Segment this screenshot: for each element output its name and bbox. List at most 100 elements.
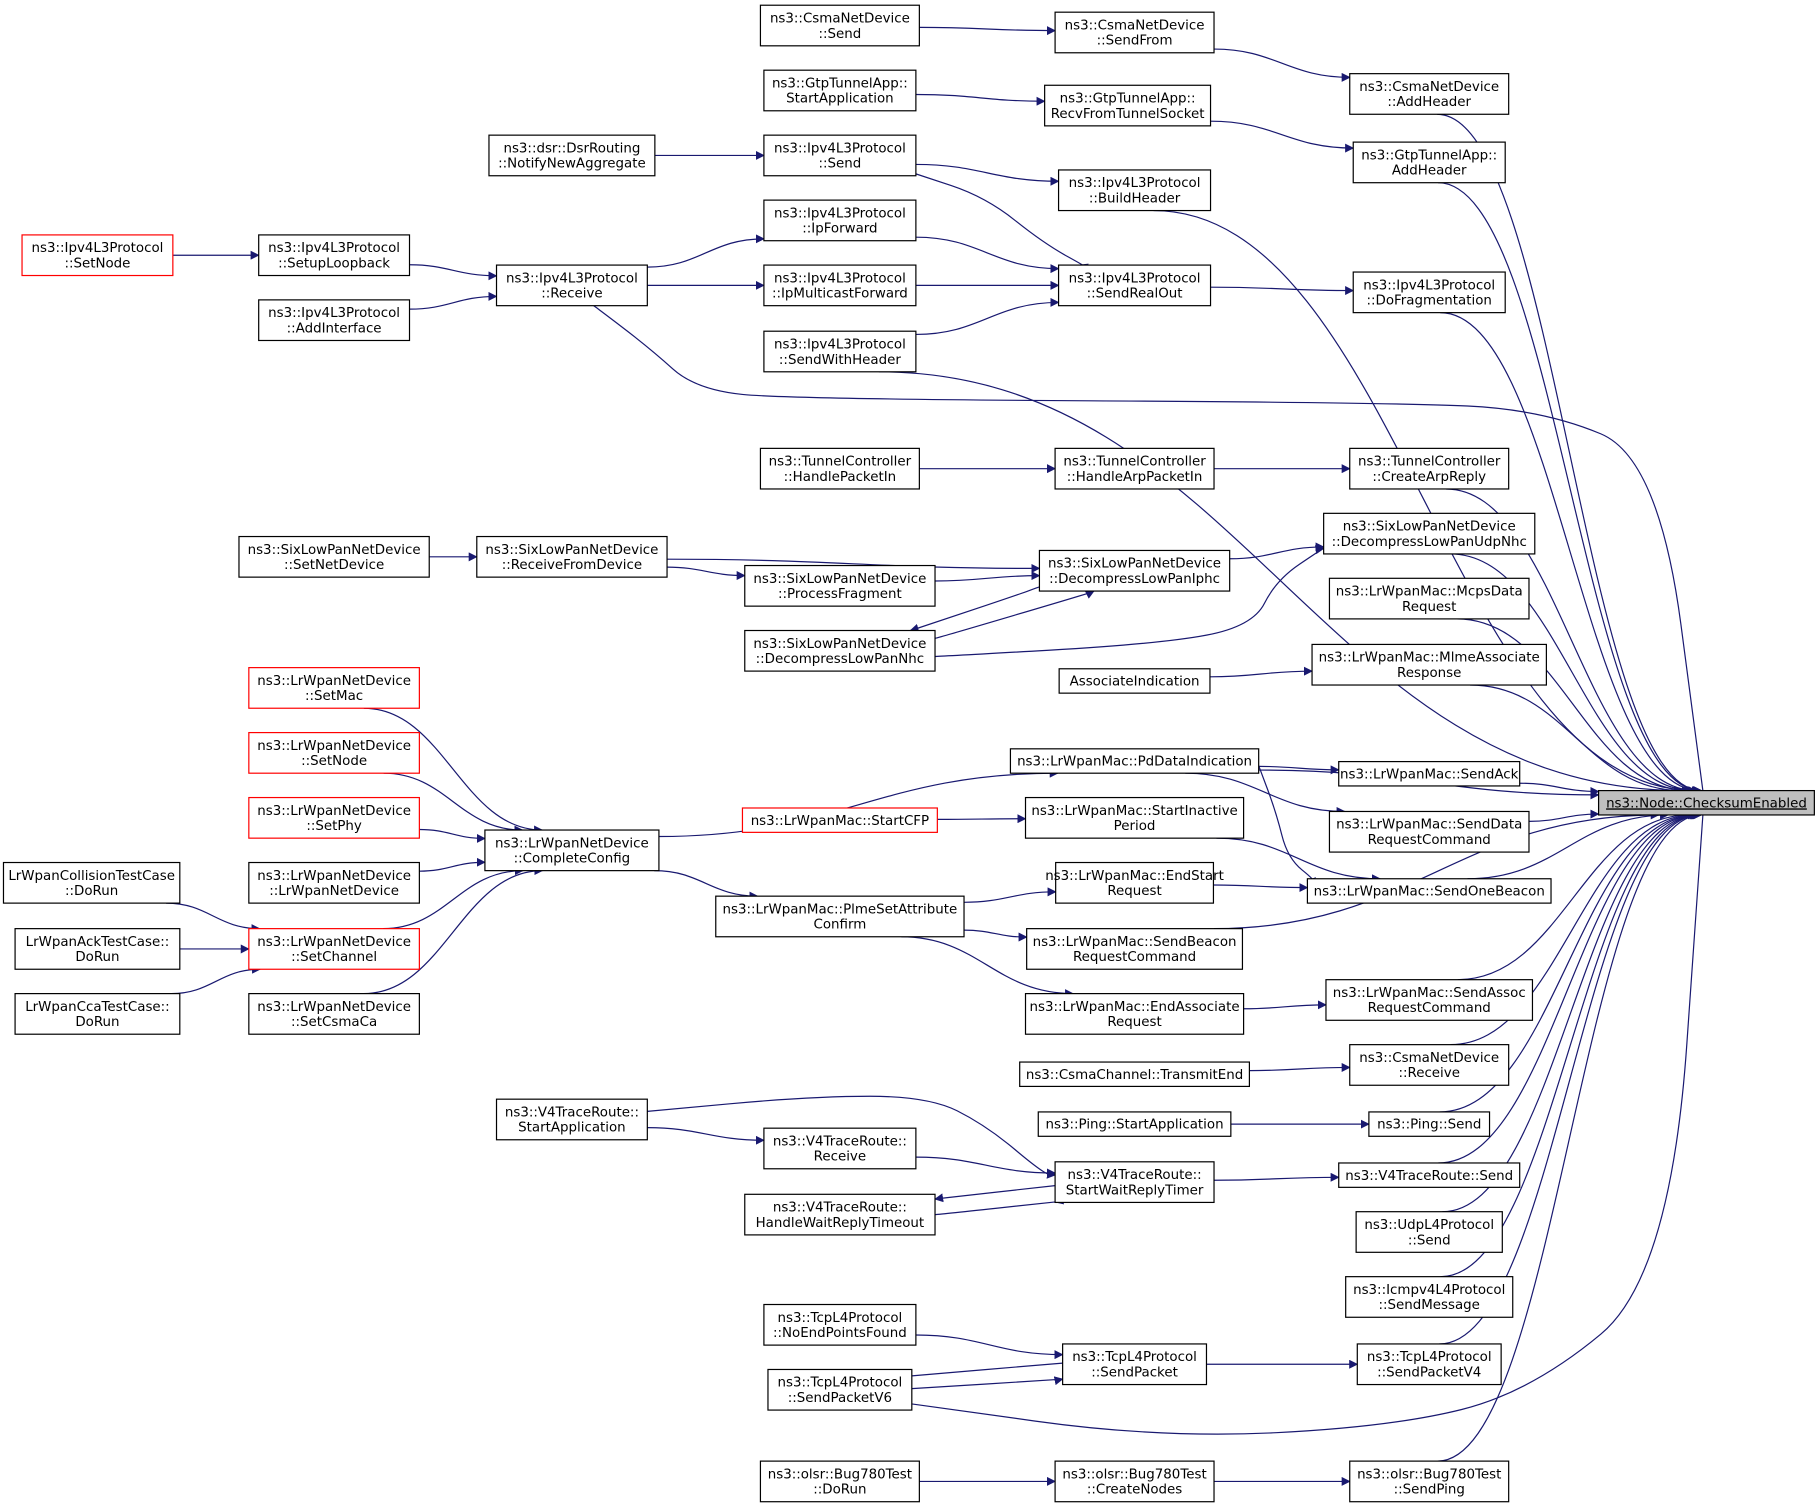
function-node[interactable]: ns3::SixLowPanNetDevice::DecompressLowPa… <box>1323 512 1536 555</box>
function-node[interactable]: ns3::LrWpanNetDevice::SetCsmaCa <box>248 993 420 1035</box>
function-node[interactable]: ns3::TunnelController::HandleArpPacketIn <box>1054 447 1215 490</box>
function-node[interactable]: ns3::TcpL4Protocol::SendPacketV6 <box>767 1368 913 1411</box>
function-node[interactable]: LrWpanCollisionTestCase::DoRun <box>2 861 181 904</box>
function-node[interactable]: ns3::TunnelController::HandlePacketIn <box>759 447 920 490</box>
call-edge <box>1450 810 1695 1046</box>
function-node[interactable]: ns3::olsr::Bug780Test::SendPing <box>1349 1460 1510 1503</box>
node-label: ::Send <box>819 157 862 172</box>
function-node[interactable]: ns3::Ipv4L3Protocol::SetNode <box>21 234 174 277</box>
function-node[interactable]: ns3::SixLowPanNetDevice::DecompressLowPa… <box>1038 549 1231 592</box>
function-node[interactable]: ns3::V4TraceRoute::Send <box>1338 1162 1521 1188</box>
function-node[interactable]: ns3::LrWpanNetDevice::SetNode <box>248 731 420 774</box>
function-node[interactable]: ns3::SixLowPanNetDevice::DecompressLowPa… <box>744 629 936 672</box>
function-node[interactable]: ns3::LrWpanNetDevice::CompleteConfig <box>484 829 660 872</box>
function-node[interactable]: ns3::V4TraceRoute::StartWaitReplyTimer <box>1054 1161 1215 1204</box>
call-edge <box>647 1127 765 1145</box>
function-node[interactable]: ns3::olsr::Bug780Test::CreateNodes <box>1054 1460 1215 1503</box>
function-node[interactable]: ns3::CsmaNetDevice::Receive <box>1349 1044 1510 1086</box>
function-node[interactable]: ns3::LrWpanMac::SendAck <box>1338 760 1521 787</box>
function-node[interactable]: ns3::Ipv4L3Protocol::Send <box>763 134 917 177</box>
node-box <box>1323 512 1536 555</box>
function-node[interactable]: ns3::CsmaNetDevice::SendFrom <box>1054 11 1215 54</box>
function-node[interactable]: ns3::Ipv4L3Protocol::DoFragmentation <box>1352 271 1506 314</box>
function-node[interactable]: ns3::CsmaChannel::TransmitEnd <box>1019 1061 1251 1088</box>
focus-node[interactable]: ns3::Node::ChecksumEnabled <box>1597 789 1815 816</box>
node-label: ns3::GtpTunnelApp:: <box>772 76 908 91</box>
function-node[interactable]: ns3::LrWpanMac::StartCFP <box>741 807 938 833</box>
node-label: ns3::LrWpanMac::SendData <box>1336 818 1522 833</box>
node-label: LrWpanCcaTestCase:: <box>25 1000 169 1015</box>
function-node[interactable]: ns3::V4TraceRoute::StartApplication <box>495 1098 648 1141</box>
function-node[interactable]: ns3::olsr::Bug780Test::DoRun <box>759 1460 920 1503</box>
node-label: ns3::LrWpanMac::SendOneBeacon <box>1314 885 1545 900</box>
function-node[interactable]: ns3::GtpTunnelApp::AddHeader <box>1352 141 1506 184</box>
function-node[interactable]: ns3::SixLowPanNetDevice::SetNetDevice <box>238 535 430 578</box>
function-node[interactable]: ns3::LrWpanMac::SendOneBeacon <box>1306 878 1552 904</box>
function-node[interactable]: ns3::Ipv4L3Protocol::IpForward <box>763 199 917 242</box>
function-node[interactable]: ns3::Icmpv4L4Protocol::SendMessage <box>1345 1276 1514 1318</box>
function-node[interactable]: ns3::Ipv4L3Protocol::SendWithHeader <box>763 330 917 373</box>
node-box <box>763 1303 917 1346</box>
function-node[interactable]: ns3::Ipv4L3Protocol::IpMulticastForward <box>763 264 917 307</box>
function-node[interactable]: ns3::TcpL4Protocol::NoEndPointsFound <box>763 1303 917 1346</box>
function-node[interactable]: ns3::TunnelController::CreateArpReply <box>1349 447 1510 490</box>
node-label: ::DecompressLowPanNhc <box>756 652 924 667</box>
node-box <box>744 629 936 672</box>
node-label: ns3::V4TraceRoute:: <box>505 1105 639 1120</box>
node-box <box>476 535 668 578</box>
function-node[interactable]: ns3::Ipv4L3Protocol::Receive <box>495 264 648 307</box>
function-node[interactable]: LrWpanCcaTestCase::DoRun <box>14 993 181 1035</box>
call-edge <box>1216 837 1381 884</box>
function-node[interactable]: ns3::Ping::StartApplication <box>1037 1111 1232 1137</box>
call-edge <box>1153 209 1696 796</box>
function-node[interactable]: ns3::CsmaNetDevice::Send <box>759 4 920 47</box>
function-node[interactable]: ns3::CsmaNetDevice::AddHeader <box>1349 73 1510 115</box>
function-node[interactable]: ns3::Ipv4L3Protocol::SendRealOut <box>1057 264 1212 307</box>
function-node[interactable]: AssociateIndication <box>1058 668 1211 694</box>
function-node[interactable]: ns3::GtpTunnelApp::RecvFromTunnelSocket <box>1044 84 1212 127</box>
node-label: ns3::LrWpanMac::StartCFP <box>751 814 929 829</box>
function-node[interactable]: ns3::TcpL4Protocol::SendPacketV4 <box>1356 1343 1502 1386</box>
function-node[interactable]: ns3::dsr::DsrRouting::NotifyNewAggregate <box>488 134 656 177</box>
function-node[interactable]: ns3::LrWpanMac::PdDataIndication <box>1009 748 1260 774</box>
function-node[interactable]: ns3::Ipv4L3Protocol::AddInterface <box>258 299 411 342</box>
function-node[interactable]: ns3::LrWpanNetDevice::SetChannel <box>248 928 420 970</box>
function-node[interactable]: ns3::Ipv4L3Protocol::SetupLoopback <box>258 234 411 277</box>
function-node[interactable]: ns3::SixLowPanNetDevice::ReceiveFromDevi… <box>476 535 668 578</box>
node-box <box>759 4 920 47</box>
function-node[interactable]: ns3::V4TraceRoute::Receive <box>763 1127 917 1170</box>
node-box <box>763 330 917 373</box>
node-box <box>1054 1460 1215 1503</box>
function-node[interactable]: ns3::GtpTunnelApp::StartApplication <box>763 69 917 112</box>
node-box <box>248 731 420 774</box>
node-box <box>1338 760 1521 787</box>
function-node[interactable]: ns3::TcpL4Protocol::SendPacket <box>1062 1343 1208 1386</box>
function-node[interactable]: ns3::Ipv4L3Protocol::BuildHeader <box>1057 169 1212 212</box>
function-node[interactable]: ns3::LrWpanNetDevice::LrWpanNetDevice <box>248 861 420 904</box>
function-node[interactable]: ns3::LrWpanNetDevice::SetMac <box>248 667 420 709</box>
node-label: ns3::LrWpanMac::SendBeacon <box>1033 935 1237 950</box>
node-label: ns3::UdpL4Protocol <box>1364 1218 1494 1233</box>
function-node[interactable]: ns3::UdpL4Protocol::Send <box>1355 1211 1503 1253</box>
function-node[interactable]: ns3::Ping::Send <box>1368 1111 1491 1137</box>
function-node[interactable]: ns3::SixLowPanNetDevice::ProcessFragment <box>744 564 936 607</box>
node-label: ns3::TunnelController <box>1063 455 1206 470</box>
call-edge <box>1213 883 1309 893</box>
node-label: ns3::olsr::Bug780Test <box>1062 1467 1206 1482</box>
function-node[interactable]: ns3::LrWpanNetDevice::SetPhy <box>248 796 420 839</box>
node-label: ns3::V4TraceRoute:: <box>1068 1168 1202 1183</box>
function-node[interactable]: ns3::V4TraceRoute::HandleWaitReplyTimeou… <box>744 1193 936 1236</box>
node-box <box>2 861 181 904</box>
node-label: ns3::V4TraceRoute::Send <box>1345 1169 1513 1184</box>
function-node[interactable]: LrWpanAckTestCase::DoRun <box>14 928 181 970</box>
call-edge <box>911 1376 1064 1390</box>
